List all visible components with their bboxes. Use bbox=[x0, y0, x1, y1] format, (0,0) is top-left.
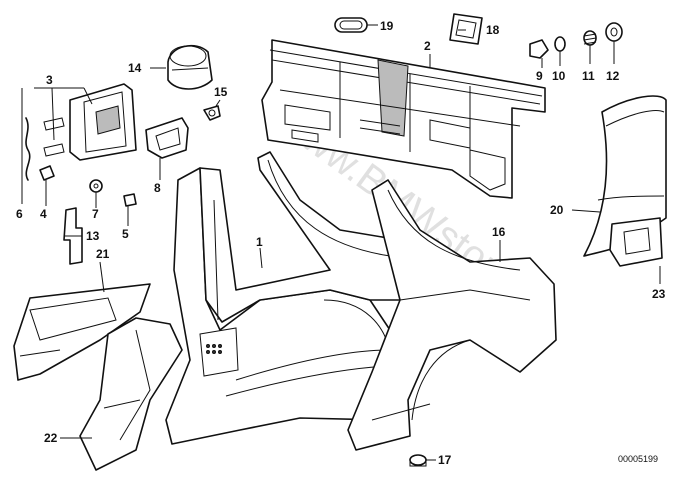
callout-17: 17 bbox=[438, 453, 452, 467]
callout-21: 21 bbox=[96, 247, 110, 261]
callout-23: 23 bbox=[652, 287, 666, 301]
grommet-19 bbox=[334, 17, 368, 33]
seal-6 bbox=[25, 117, 31, 181]
callout-8: 8 bbox=[154, 181, 161, 195]
callout-20: 20 bbox=[550, 203, 564, 217]
callout-5: 5 bbox=[122, 227, 129, 241]
pillar-section-22 bbox=[79, 317, 183, 471]
callout-22: 22 bbox=[44, 431, 58, 445]
bolt-9 bbox=[529, 39, 549, 59]
callout-6: 6 bbox=[16, 207, 23, 221]
diagram-code: 00005199 bbox=[618, 454, 658, 464]
callout-14: 14 bbox=[128, 61, 142, 75]
leader-lines bbox=[21, 24, 661, 461]
callout-1: 1 bbox=[256, 235, 263, 249]
clip-15 bbox=[203, 105, 221, 121]
fuel-flap-3 bbox=[43, 83, 137, 161]
callout-11: 11 bbox=[582, 69, 595, 83]
screw-4 bbox=[39, 165, 55, 181]
callout-3: 3 bbox=[46, 73, 53, 87]
callout-2: 2 bbox=[424, 39, 431, 53]
nut-7 bbox=[89, 179, 103, 193]
callout-7: 7 bbox=[92, 207, 99, 221]
sill-section-21 bbox=[13, 283, 151, 381]
small-hardware bbox=[39, 165, 137, 207]
bracket-8 bbox=[145, 117, 189, 159]
callout-16: 16 bbox=[492, 225, 506, 239]
callout-9: 9 bbox=[536, 69, 543, 83]
callout-13: 13 bbox=[86, 229, 100, 243]
nut-5 bbox=[123, 193, 137, 207]
rear-panel bbox=[261, 39, 546, 199]
callout-labels: 1 2 3 4 5 6 7 8 9 10 11 12 13 14 15 16 1… bbox=[16, 19, 666, 467]
bracket-23 bbox=[609, 217, 663, 267]
side-panel-16 bbox=[347, 179, 557, 451]
callout-10: 10 bbox=[552, 69, 566, 83]
quarter-section-20 bbox=[583, 95, 667, 257]
cap-12 bbox=[605, 22, 623, 42]
callout-12: 12 bbox=[606, 69, 620, 83]
washer-10 bbox=[554, 36, 566, 52]
callout-19: 19 bbox=[380, 19, 394, 33]
callout-15: 15 bbox=[214, 85, 228, 99]
fastener-stack bbox=[529, 22, 623, 59]
callout-4: 4 bbox=[40, 207, 47, 221]
cover-18 bbox=[449, 13, 483, 45]
plug-17 bbox=[409, 454, 427, 467]
callout-18: 18 bbox=[486, 23, 500, 37]
fuel-cap-14 bbox=[167, 44, 213, 90]
